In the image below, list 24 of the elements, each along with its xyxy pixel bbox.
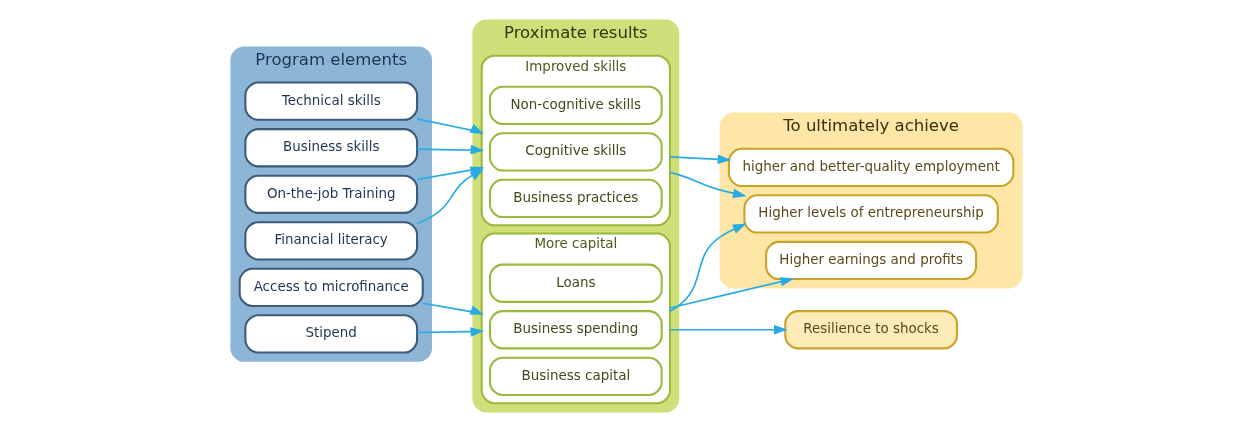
node-box: Business capital [488,356,663,396]
node-box: Financial literacy [244,221,419,261]
arrow [422,302,485,315]
node-box: higher and better-quality employment [727,147,1015,188]
node-box: Technical skills [244,81,419,121]
node-box: Stipend [244,314,419,354]
node-box: Higher levels of entrepreneurship [743,194,999,234]
node-box: On-the-job Training [244,174,419,214]
arrow [669,154,732,165]
node-box: Business practices [488,178,663,219]
node-box: Business skills [244,128,419,168]
node-box: Loans [488,263,663,303]
arrow [416,144,485,155]
node-box: Access to microfinance [238,267,424,307]
arrow [669,277,795,309]
node-box: Higher earnings and profits [765,240,978,281]
node-box: Cognitive skills [488,132,663,172]
arrow [416,327,485,337]
arrow [669,171,747,198]
node-box: Business spending [488,310,663,350]
arrow [669,325,788,335]
node-box: Non-cognitive skills [488,85,663,125]
node-box: Resilience to shocks [784,310,958,350]
arrow [669,223,747,313]
